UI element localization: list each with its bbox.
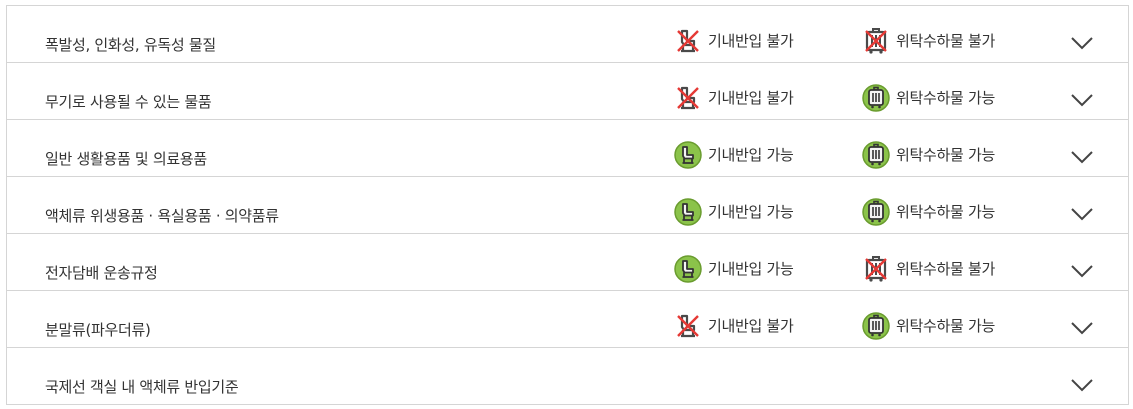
row-title: 액체류 위생용품 · 욕실용품 · 의약품류	[45, 207, 279, 225]
seat-forbidden-icon	[677, 29, 699, 53]
row-title: 전자담배 운송규정	[45, 264, 158, 282]
accordion-row-liquids[interactable]: 액체류 위생용품 · 욕실용품 · 의약품류 기내반입 가능 위탁수하물 가능	[7, 177, 1128, 234]
chevron-down-icon[interactable]	[1071, 378, 1093, 392]
row-title: 무기로 사용될 수 있는 물품	[45, 93, 212, 111]
cabin-status: 기내반입 가능	[674, 254, 794, 284]
checked-status: 위탁수하물 가능	[862, 197, 995, 227]
seat-allowed-icon	[674, 255, 702, 283]
cabin-status: 기내반입 불가	[674, 83, 794, 113]
luggage-allowed-icon	[862, 84, 890, 112]
accordion-row-liquid-rules[interactable]: 국제선 객실 내 액체류 반입기준	[7, 348, 1128, 404]
checked-status: 위탁수하물 가능	[862, 140, 995, 170]
luggage-allowed-icon	[862, 198, 890, 226]
chevron-down-icon[interactable]	[1071, 93, 1093, 107]
accordion-row-e-cigarette[interactable]: 전자담배 운송규정 기내반입 가능 위탁수하물 불가	[7, 234, 1128, 291]
luggage-allowed-icon	[862, 141, 890, 169]
checked-status-text: 위탁수하물 불가	[896, 259, 995, 278]
accordion-row-weapons[interactable]: 무기로 사용될 수 있는 물품 기내반입 불가 위탁수하물 가능	[7, 63, 1128, 120]
accordion-row-explosive[interactable]: 폭발성, 인화성, 유독성 물질 기내반입 불가 위탁수하물 불가	[7, 6, 1128, 63]
row-title: 폭발성, 인화성, 유독성 물질	[45, 36, 216, 54]
seat-allowed-icon	[674, 141, 702, 169]
chevron-down-icon[interactable]	[1071, 207, 1093, 221]
chevron-down-icon[interactable]	[1071, 321, 1093, 335]
luggage-allowed-icon	[862, 312, 890, 340]
baggage-rules-list: 폭발성, 인화성, 유독성 물질 기내반입 불가 위탁수하물 불가 무기로 사용…	[6, 5, 1129, 405]
seat-forbidden-icon	[677, 314, 699, 338]
checked-status: 위탁수하물 불가	[862, 254, 995, 284]
cabin-status-text: 기내반입 가능	[708, 202, 794, 221]
seat-allowed-icon	[674, 198, 702, 226]
chevron-down-icon[interactable]	[1071, 150, 1093, 164]
chevron-down-icon[interactable]	[1071, 264, 1093, 278]
cabin-status-text: 기내반입 가능	[708, 259, 794, 278]
checked-status-text: 위탁수하물 가능	[896, 202, 995, 221]
row-title: 국제선 객실 내 액체류 반입기준	[45, 378, 239, 396]
row-title: 분말류(파우더류)	[45, 321, 151, 339]
cabin-status-text: 기내반입 불가	[708, 31, 794, 50]
checked-status-text: 위탁수하물 가능	[896, 88, 995, 107]
cabin-status-text: 기내반입 가능	[708, 145, 794, 164]
checked-status: 위탁수하물 가능	[862, 83, 995, 113]
accordion-row-daily-goods[interactable]: 일반 생활용품 및 의료용품 기내반입 가능 위탁수하물 가능	[7, 120, 1128, 177]
row-title: 일반 생활용품 및 의료용품	[45, 150, 207, 168]
cabin-status: 기내반입 가능	[674, 197, 794, 227]
seat-forbidden-icon	[677, 86, 699, 110]
cabin-status: 기내반입 불가	[674, 311, 794, 341]
checked-status-text: 위탁수하물 가능	[896, 316, 995, 335]
chevron-down-icon[interactable]	[1071, 36, 1093, 50]
accordion-row-powder[interactable]: 분말류(파우더류) 기내반입 불가 위탁수하물 가능	[7, 291, 1128, 348]
checked-status: 위탁수하물 불가	[862, 26, 995, 56]
luggage-forbidden-icon	[865, 28, 887, 54]
cabin-status: 기내반입 가능	[674, 140, 794, 170]
cabin-status-text: 기내반입 불가	[708, 316, 794, 335]
luggage-forbidden-icon	[865, 256, 887, 282]
cabin-status-text: 기내반입 불가	[708, 88, 794, 107]
checked-status-text: 위탁수하물 가능	[896, 145, 995, 164]
checked-status: 위탁수하물 가능	[862, 311, 995, 341]
cabin-status: 기내반입 불가	[674, 26, 794, 56]
checked-status-text: 위탁수하물 불가	[896, 31, 995, 50]
